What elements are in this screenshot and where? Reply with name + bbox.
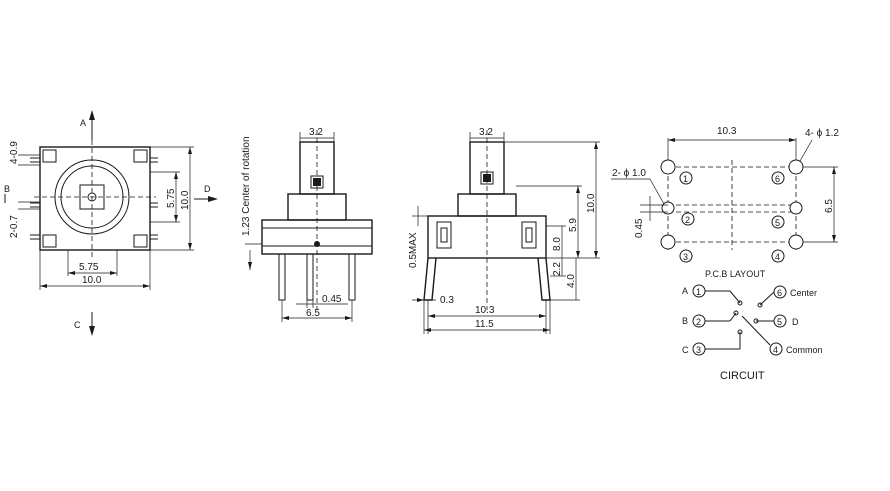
dim-pin-a: 2.2 [552,262,563,276]
corner-pad [42,234,57,248]
dim-offset: 0.5MAX [408,232,419,268]
circuit-pin-6: 6 [777,288,782,298]
pcb-hole-6: 6 [775,174,780,184]
pin [348,253,356,301]
dim-pin-thickness: 0.3 [440,295,454,306]
dim-outer-width: 11.5 [475,319,494,330]
dim-shaft: 3.2 [309,127,323,138]
dir-a-label: A [80,118,86,128]
circuit-caption: CIRCUIT [720,370,765,382]
mount-hole [788,234,804,250]
dim-pin-side: 2-0.7 [9,215,20,238]
pcb-layout: 1 2 3 4 5 6 10.3 4- ϕ 1.2 2- ϕ 1.0 6.5 0 [611,126,839,279]
arrow-d-head [208,196,218,202]
rotation-center [314,241,320,247]
dim-inner-width: 10.3 [475,305,495,316]
circuit-label-c: C [682,345,689,355]
circuit-pin-2: 2 [696,317,701,327]
circuit: A 1 B 2 C 3 6 Center 5 D 4 Common CIRCUI… [682,284,823,382]
circuit-pin-3: 3 [696,345,701,355]
pcb-dim-width: 10.3 [717,126,737,137]
pcb-dim-offset: 0.45 [634,218,645,238]
arrow-a-head [89,110,95,120]
corner-pad [42,149,57,163]
pcb-hole-1: 1 [683,174,688,184]
body-slot [436,221,452,249]
rotation-center-label: 1.23 Center of rotation [241,136,252,236]
side-view-2: 3.2 0.5MAX 10.0 5.9 8.0 2.2 4.0 0.3 10.3 [408,127,600,334]
circuit-pin-1: 1 [696,287,701,297]
side-view-1: 3.2 1.23 Center of rotation 6.5 0.45 [241,127,373,322]
dim-width: 10.0 [82,275,102,286]
pin-hole [789,201,803,215]
corner-pad [133,149,148,163]
circuit-pin-4: 4 [773,345,778,355]
leg-left [423,257,437,301]
dir-c-label: C [74,320,81,330]
dim-pin-spacing: 6.5 [306,308,320,319]
dim-pin-top: 4-0.9 [9,141,20,164]
pcb-hole-2: 2 [685,215,690,225]
mount-hole [788,159,804,175]
pcb-hole-4: 4 [775,252,780,262]
corner-pad [133,234,148,248]
pcb-hole-5: 5 [775,218,780,228]
dim-body-height: 5.9 [568,218,579,232]
body-slot [521,221,537,249]
pin [306,253,314,301]
mount-hole [660,159,676,175]
leg-right [537,257,551,301]
dir-d-label: D [204,184,211,194]
dir-b-label: B [4,184,10,194]
circuit-label-b: B [682,316,688,326]
top-view: A C D B 4-0.9 2-0.7 5.75 10.0 [4,110,218,336]
dim-pin-b: 4.0 [566,274,577,288]
pcb-dim-mount-holes: 4- ϕ 1.2 [805,128,839,139]
pcb-hole-3: 3 [683,252,688,262]
dim-lower: 8.0 [552,237,563,251]
dim-inner-height: 5.75 [166,188,177,208]
circuit-label-d: D [792,317,799,327]
dim-total-height: 10.0 [586,193,597,213]
circuit-label-a: A [682,286,688,296]
pcb-caption: P.C.B LAYOUT [705,269,766,279]
pin [278,253,286,301]
circuit-label-center: Center [790,288,817,298]
dim-shaft: 3.2 [479,127,493,138]
dim-pin-width: 0.45 [322,294,342,305]
arrow-c-head [89,326,95,336]
dim-height: 10.0 [180,190,191,210]
pcb-dim-pin-holes: 2- ϕ 1.0 [612,168,646,179]
pcb-dim-height: 6.5 [824,199,835,213]
circuit-pin-5: 5 [777,317,782,327]
circuit-label-common: Common [786,345,823,355]
dim-inner-width: 5.75 [79,262,99,273]
top-view-body [39,146,151,251]
mount-hole [660,234,676,250]
